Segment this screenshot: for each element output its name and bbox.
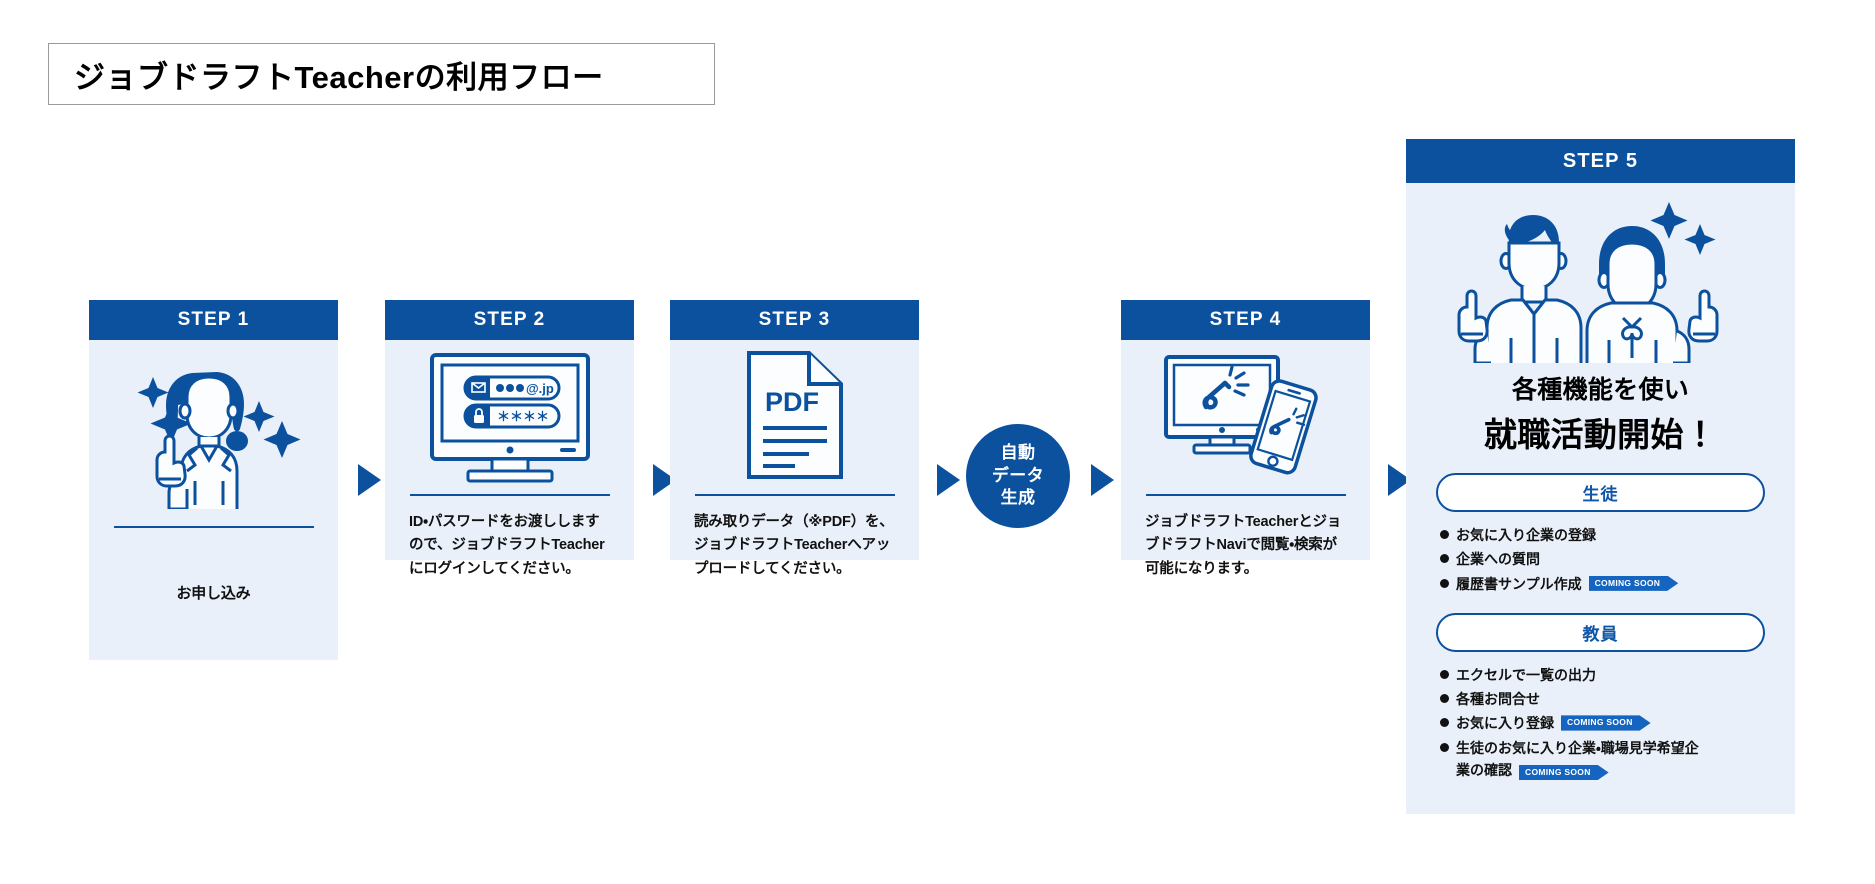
monitor-and-smartphone-icon xyxy=(1163,355,1318,475)
step-3-description: 読み取りデータ（※PDF）を、ジョブドラフトTeacherへアップロードしてくだ… xyxy=(694,514,894,577)
coming-soon-badge: COMING SOON xyxy=(1561,715,1651,730)
step-2-body: @.jp ＊＊＊＊ ID・パスワードをお渡ししますので、ジョブドラフトTeach… xyxy=(385,340,634,581)
coming-soon-badge: COMING SOON xyxy=(1519,765,1609,780)
svg-text:＊: ＊ xyxy=(536,409,549,424)
arrow-1 xyxy=(358,464,381,496)
auto-line-3: 生成 xyxy=(1000,488,1036,508)
step-1-description: お申し込み xyxy=(176,585,251,602)
bullet-icon xyxy=(1440,669,1449,679)
step-5-header: STEP 5 xyxy=(1406,139,1795,183)
list-item: 企業への質問 xyxy=(1440,549,1765,570)
list-item-label: 履歴書サンプル作成 xyxy=(1456,575,1582,592)
step-3-art: PDF xyxy=(670,340,919,490)
list-item-label-2: 業の確認 xyxy=(1456,761,1512,778)
list-item: 生徒のお気に入り企業・職場見学希望企 業の確認 COMING SOON xyxy=(1440,738,1765,782)
list-item: お気に入り登録 COMING SOON xyxy=(1440,713,1765,734)
step-4-header: STEP 4 xyxy=(1121,300,1370,340)
step-card-2[interactable]: STEP 2 @.jp xyxy=(385,300,634,577)
woman-pointing-up-sparkles-illustration xyxy=(137,372,300,509)
arrow-3 xyxy=(937,464,960,496)
list-item: 各種お問合せ xyxy=(1440,689,1765,710)
list-item-label: お気に入り登録 xyxy=(1456,715,1554,732)
auto-line-2: データ xyxy=(991,465,1045,485)
step-1-header: STEP 1 xyxy=(89,300,338,340)
list-item: 履歴書サンプル作成 COMING SOON xyxy=(1440,574,1765,595)
group-label-teachers: 教員 xyxy=(1436,612,1765,652)
step-2-divider xyxy=(409,494,610,496)
list-item-label: 生徒のお気に入り企業・職場見学希望企 xyxy=(1456,739,1699,756)
list-item: エクセルで一覧の出力 xyxy=(1440,665,1765,686)
step-card-4[interactable]: STEP 4 xyxy=(1121,300,1370,577)
page-title: ジョブドラフトTeacherの利用フロー xyxy=(74,59,604,95)
step-4-art xyxy=(1121,340,1370,490)
step-3-header: STEP 3 xyxy=(670,300,919,340)
svg-text:@.jp: @.jp xyxy=(526,381,554,396)
step-5-heading-line2: 就職活動開始！ xyxy=(1483,416,1718,453)
list-item-label: エクセルで一覧の出力 xyxy=(1456,666,1596,683)
step-5-heading: 各種機能を使い 就職活動開始！ xyxy=(1406,370,1795,456)
svg-text:＊: ＊ xyxy=(523,409,536,424)
step-card-5[interactable]: STEP 5 xyxy=(1406,139,1795,814)
step-1-divider xyxy=(113,526,314,528)
bullet-icon xyxy=(1440,530,1449,539)
bullet-icon xyxy=(1440,742,1449,752)
arrow-4 xyxy=(1091,464,1114,496)
step-5-group-students: 生徒 お気に入り企業の登録 企業への質問 履歴書サンプル作成 COMING SO… xyxy=(1436,473,1765,595)
step-1-art xyxy=(89,340,338,518)
auto-data-generation-node: 自動 データ 生成 xyxy=(966,424,1070,528)
step-5-group-teachers: 教員 エクセルで一覧の出力 各種お問合せ お気に入り登録 COMING SOON xyxy=(1436,612,1765,781)
step-2-header: STEP 2 xyxy=(385,300,634,340)
svg-text:PDF: PDF xyxy=(765,387,819,417)
bullet-icon xyxy=(1440,718,1449,728)
list-item-label: お気に入り企業の登録 xyxy=(1456,527,1596,543)
step-card-3[interactable]: STEP 3 PDF 読み取りデータ（※PDF）を、ジョブドラフトTeacher… xyxy=(670,300,919,577)
bullet-icon xyxy=(1440,554,1449,564)
bullet-icon xyxy=(1440,694,1449,704)
step-4-body: ジョブドラフトTeacherとジョブドラフトNaviで閲覧・検索が可能になります… xyxy=(1121,340,1370,581)
step-5-body: 各種機能を使い 就職活動開始！ 生徒 お気に入り企業の登録 企業への質問 xyxy=(1406,183,1795,781)
auto-line-1: 自動 xyxy=(1000,443,1036,463)
svg-text:＊: ＊ xyxy=(510,409,523,424)
step-card-1[interactable]: STEP 1 xyxy=(89,300,338,660)
step-3-body: PDF 読み取りデータ（※PDF）を、ジョブドラフトTeacherへアップロード… xyxy=(670,340,919,581)
group-label-students: 生徒 xyxy=(1436,473,1765,512)
list-item-label: 企業への質問 xyxy=(1456,551,1540,568)
list-item-label: 各種お問合せ xyxy=(1456,691,1540,708)
coming-soon-badge: COMING SOON xyxy=(1589,576,1679,591)
svg-text:＊: ＊ xyxy=(497,409,510,424)
arrow-5 xyxy=(1388,464,1411,496)
step-4-divider xyxy=(1145,494,1346,496)
step-5-art xyxy=(1406,183,1795,368)
monitor-login-form-icon: @.jp ＊＊＊＊ xyxy=(429,353,590,483)
step-3-divider xyxy=(694,494,895,496)
step-4-description: ジョブドラフトTeacherとジョブドラフトNaviで閲覧・検索が可能になります… xyxy=(1145,514,1342,577)
bullet-icon xyxy=(1440,578,1449,588)
page-title-box: ジョブドラフトTeacherの利用フロー xyxy=(48,43,715,105)
step-5-heading-line1: 各種機能を使い xyxy=(1511,376,1690,404)
step-2-art: @.jp ＊＊＊＊ xyxy=(385,340,634,490)
step-2-description: ID・パスワードをお渡ししますので、ジョブドラフトTeacherにログインしてく… xyxy=(409,514,605,577)
pdf-document-icon: PDF xyxy=(746,351,843,479)
step-1-body: お申し込み xyxy=(89,340,338,606)
two-students-pointing-up-sparkles-illustration xyxy=(1457,202,1718,363)
list-item: お気に入り企業の登録 xyxy=(1440,525,1765,546)
list-item-continuation: 業の確認 COMING SOON xyxy=(1440,760,1765,781)
teachers-feature-list: エクセルで一覧の出力 各種お問合せ お気に入り登録 COMING SOON 生徒… xyxy=(1436,665,1765,781)
students-feature-list: お気に入り企業の登録 企業への質問 履歴書サンプル作成 COMING SOON xyxy=(1436,525,1765,595)
